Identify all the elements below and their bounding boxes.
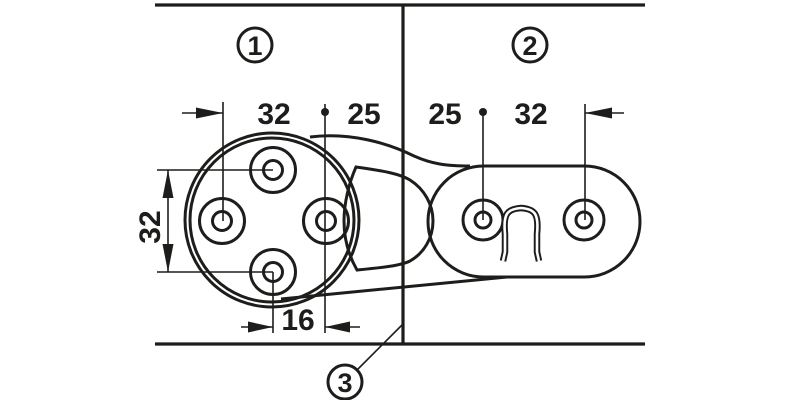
arrowhead-right-icon <box>248 321 273 333</box>
spring-clip-wire-outer <box>499 204 543 262</box>
callout-circle-1 <box>236 26 274 64</box>
screw-hole <box>574 210 594 230</box>
dim-label-25-right: 25 <box>428 98 461 131</box>
callout-3-leader-line <box>356 323 404 371</box>
callout-number-2: 2 <box>522 31 537 61</box>
callout-number-3: 3 <box>337 368 352 398</box>
dim-label-16: 16 <box>281 304 314 337</box>
dimension-labels: 32 25 25 32 32 16 <box>134 98 548 337</box>
arrowhead-right-icon <box>196 107 223 119</box>
screw-hole-washer <box>302 197 350 245</box>
dim-label-32-vertical: 32 <box>134 210 167 243</box>
arm-bottom-edge <box>280 275 508 301</box>
dimension-dot-icon <box>479 108 487 116</box>
arrowhead-up-icon <box>162 170 174 198</box>
dim-label-25-left: 25 <box>347 98 380 131</box>
dimension-dot-icon <box>321 108 329 116</box>
arm-top-edge <box>309 134 471 168</box>
dimension-arrowheads <box>162 107 612 333</box>
callout-circle-2 <box>511 26 549 64</box>
spring-clip <box>499 204 543 262</box>
callout-circle-3 <box>326 363 364 400</box>
right-plate-screw-holes <box>461 198 606 242</box>
arm-cutout-outline <box>342 165 435 272</box>
oval-plate-outline <box>426 164 642 279</box>
left-plate-inner-rim <box>188 136 356 304</box>
screw-hole-washer <box>198 197 246 245</box>
arrowhead-left-icon <box>585 107 612 119</box>
callout-balloons: 1 2 3 <box>236 26 549 400</box>
left-fitting-outline <box>183 131 508 309</box>
screw-hole <box>315 210 337 232</box>
arrowhead-left-icon <box>325 321 350 333</box>
left-plate-outer-rim <box>183 131 361 309</box>
spring-clip-wire-inner <box>501 206 541 262</box>
dim-label-32-right: 32 <box>514 98 547 131</box>
dimension-lines <box>157 102 624 371</box>
screw-hole-washer <box>562 198 606 242</box>
right-fitting-outline <box>426 164 642 279</box>
dim-label-32-left: 32 <box>257 98 290 131</box>
arrowhead-down-icon <box>162 244 174 272</box>
screw-hole <box>211 210 233 232</box>
callout-number-1: 1 <box>247 31 262 61</box>
